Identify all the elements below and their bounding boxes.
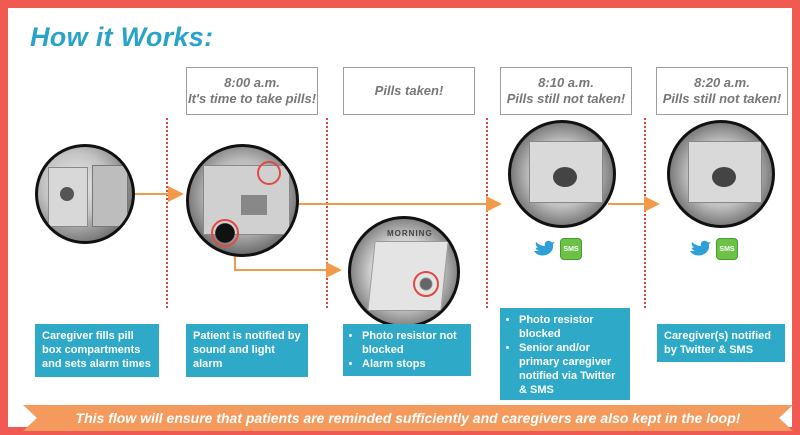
pillbox-photo-810: [508, 120, 616, 228]
separator-1: [166, 118, 168, 308]
info-box-caregiver-fills: Caregiver fills pill box compartments an…: [35, 324, 159, 377]
info-bullet: Alarm stops: [362, 357, 464, 371]
highlight-ring: [257, 161, 281, 185]
notification-icons-820: SMS: [688, 238, 738, 260]
time-message: Pills still not taken!: [506, 91, 626, 106]
time-box-810: 8:10 a.m. Pills still not taken!: [500, 67, 632, 115]
time-label: 8:00 a.m.: [224, 75, 280, 90]
separator-3: [486, 118, 488, 308]
highlight-ring: [211, 219, 239, 247]
info-text: Caregiver(s) notified by Twitter & SMS: [664, 330, 771, 356]
time-label: 8:20 a.m.: [694, 75, 750, 90]
time-label: 8:10 a.m.: [538, 75, 594, 90]
twitter-bird-icon: [688, 238, 712, 260]
notification-icons-810: SMS: [532, 238, 582, 260]
sms-bubble-icon: SMS: [560, 238, 582, 260]
info-bullet: Photo resistor blocked: [519, 313, 623, 341]
separator-2: [326, 118, 328, 308]
pillbox-photo-820: [667, 120, 775, 228]
sms-bubble-icon: SMS: [716, 238, 738, 260]
time-box-800: 8:00 a.m. It's time to take pills!: [186, 67, 318, 115]
separator-4: [644, 118, 646, 308]
info-box-not-taken: Photo resistor blocked Senior and/or pri…: [500, 308, 630, 400]
info-bullet: Photo resistor not blocked: [362, 329, 464, 357]
twitter-bird-icon: [532, 238, 556, 260]
pillbox-photo-morning: MORNING: [348, 216, 460, 328]
time-message: Pills still not taken!: [662, 91, 782, 106]
info-box-pills-taken: Photo resistor not blocked Alarm stops: [343, 324, 471, 376]
info-box-caregivers-notified: Caregiver(s) notified by Twitter & SMS: [657, 324, 785, 362]
summary-banner: This flow will ensure that patients are …: [23, 405, 793, 431]
time-box-pills-taken: Pills taken!: [343, 67, 475, 115]
highlight-ring: [413, 271, 439, 297]
info-text: Caregiver fills pill box compartments an…: [42, 330, 151, 370]
banner-ribbon: [23, 405, 793, 431]
page-title: How it Works:: [30, 22, 214, 52]
info-bullet: Senior and/or primary caregiver notified…: [519, 341, 623, 397]
time-box-820: 8:20 a.m. Pills still not taken!: [656, 67, 788, 115]
time-message: It's time to take pills!: [187, 91, 317, 106]
pillbox-photo-alarm: [186, 144, 299, 257]
banner-text: This flow will ensure that patients are …: [75, 410, 741, 426]
pillbox-photo-open: [35, 144, 135, 244]
time-message: Pills taken!: [374, 83, 444, 98]
info-text: Patient is notified by sound and light a…: [193, 330, 301, 370]
morning-label: MORNING: [387, 229, 433, 238]
info-box-patient-notified: Patient is notified by sound and light a…: [186, 324, 308, 377]
